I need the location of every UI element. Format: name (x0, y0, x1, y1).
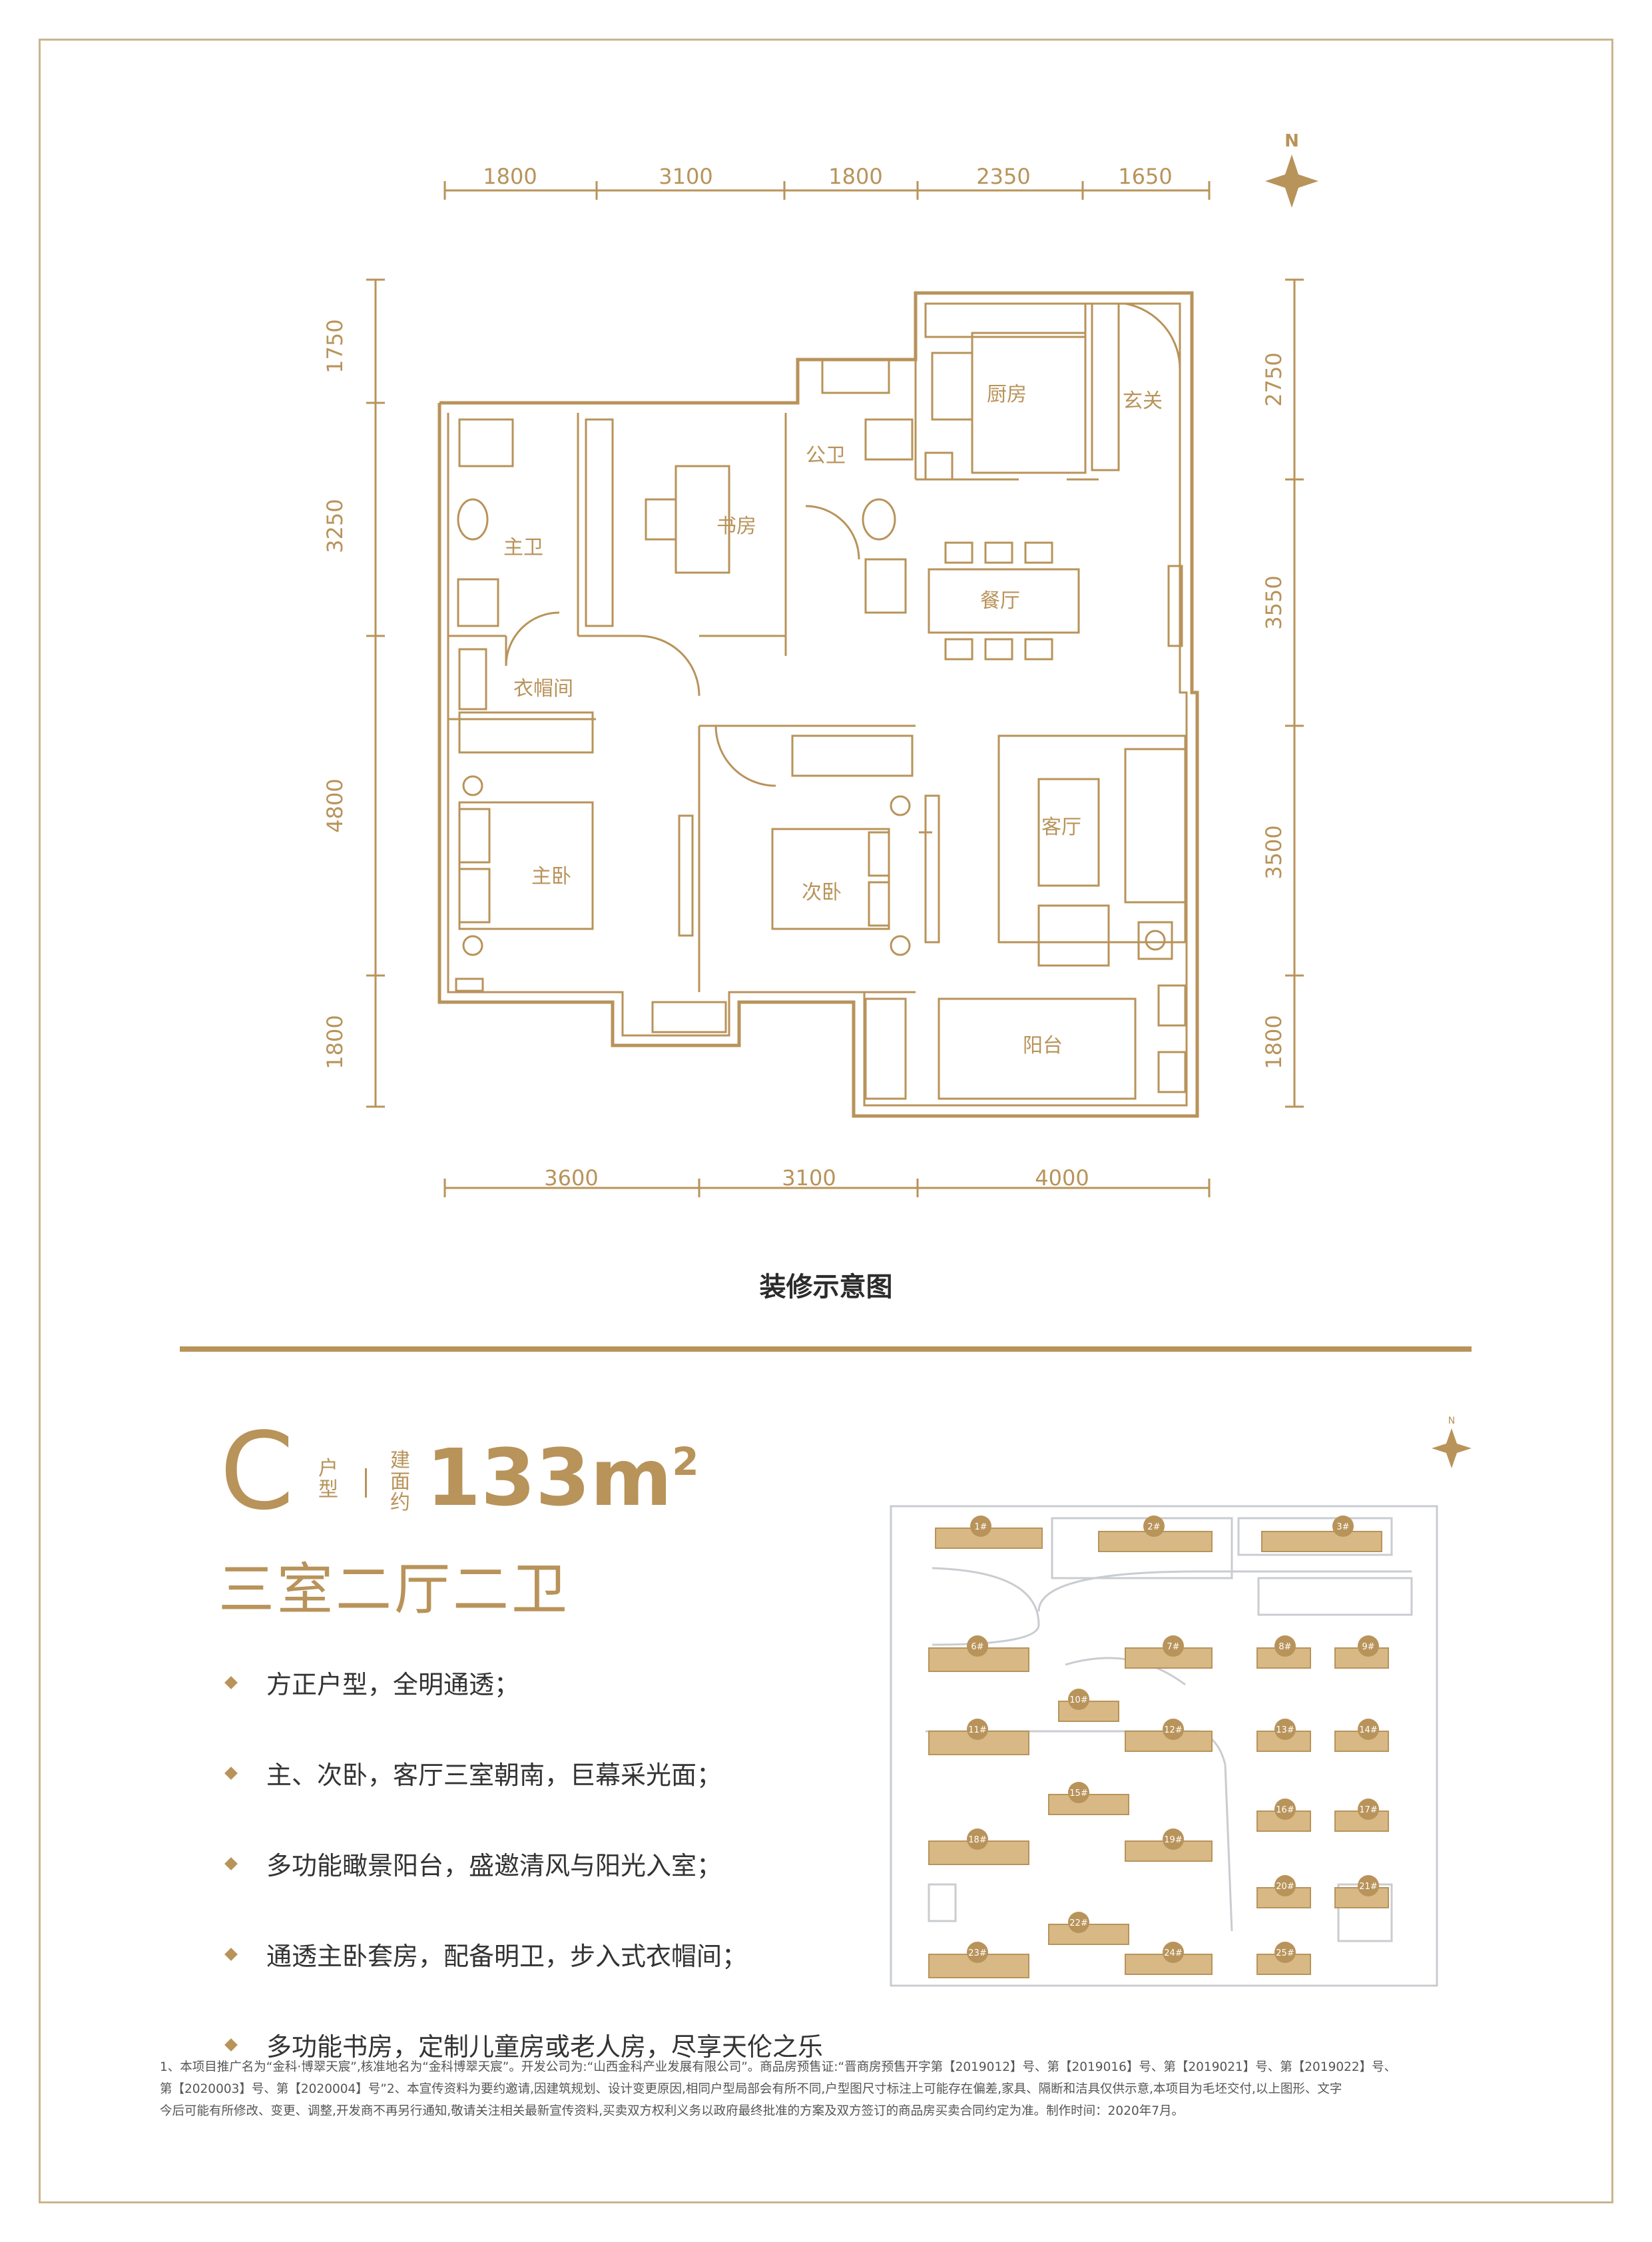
room-study: 书房 (716, 515, 756, 538)
room-balcony: 阳台 (1023, 1034, 1063, 1057)
diamond-bullet-icon (224, 1948, 238, 1961)
diamond-bullet-icon (224, 1857, 238, 1870)
svg-text:4000: 4000 (1035, 1165, 1089, 1191)
room-foyer: 玄关 (1123, 390, 1163, 413)
divider-rule (180, 1346, 1472, 1352)
feature-item: 主、次卧，客厅三室朝南，巨幕采光面； (224, 1755, 823, 1846)
svg-text:3500: 3500 (1261, 825, 1286, 879)
unit-type-letter: C (220, 1409, 294, 1534)
area-label: 建面约 (390, 1449, 410, 1514)
room-master-bedroom: 主卧 (531, 865, 571, 888)
svg-text:3250: 3250 (322, 499, 348, 553)
svg-text:N: N (1284, 131, 1299, 151)
room-master-bath: 主卫 (503, 536, 543, 559)
svg-text:1650: 1650 (1118, 164, 1172, 189)
room-public-bath: 公卫 (806, 444, 846, 467)
room-labels: 厨房 玄关 公卫 书房 主卫 餐厅 衣帽间 客厅 主卧 次卧 阳台 (503, 383, 1163, 1057)
page-frame (39, 39, 1613, 2203)
room-closet: 衣帽间 (513, 677, 573, 701)
legal-footnote: 1、本项目推广名为“金科·博翠天宸”,核准地名为“金科博翠天宸”。开发公司为:“… (160, 2060, 1397, 2118)
svg-text:3100: 3100 (659, 164, 712, 189)
room-living: 客厅 (1041, 816, 1081, 839)
feature-list: 方正户型，全明通透； 主、次卧，客厅三室朝南，巨幕采光面； 多功能瞰景阳台，盛邀… (224, 1665, 823, 2117)
diamond-bullet-icon (224, 1767, 238, 1780)
svg-text:3600: 3600 (544, 1165, 598, 1191)
diamond-bullet-icon (224, 2038, 238, 2052)
svg-text:4800: 4800 (322, 778, 348, 832)
feature-item: 多功能书房，定制儿童房或老人房，尽享天伦之乐 (224, 2027, 823, 2117)
feature-item: 多功能瞰景阳台，盛邀清风与阳光入室； (224, 1846, 823, 1936)
room-kitchen: 厨房 (987, 383, 1027, 406)
diamond-bullet-icon (224, 1676, 238, 1689)
layout-name: 三室二厅二卫 (218, 1557, 571, 1622)
svg-text:2350: 2350 (976, 164, 1030, 189)
svg-text:3100: 3100 (782, 1165, 836, 1191)
svg-text:1750: 1750 (322, 319, 348, 373)
floor-plan: 1800 3100 1800 2350 1650 3600 3100 4000 … (322, 131, 1318, 1197)
room-dining: 餐厅 (980, 589, 1020, 613)
svg-text:3550: 3550 (1261, 575, 1286, 629)
compass-icon (1265, 154, 1318, 208)
svg-text:1800: 1800 (322, 1015, 348, 1069)
type-label: 户型 (318, 1457, 338, 1502)
label-separator (365, 1468, 367, 1498)
dimension-labels: 1800 3100 1800 2350 1650 3600 3100 4000 … (322, 131, 1299, 1191)
svg-text:1800: 1800 (483, 164, 537, 189)
room-second-bedroom: 次卧 (802, 881, 842, 904)
svg-text:2750: 2750 (1261, 352, 1286, 406)
svg-text:1800: 1800 (1261, 1015, 1286, 1069)
feature-item: 方正户型，全明通透； (224, 1665, 823, 1755)
feature-item: 通透主卧套房，配备明卫，步入式衣帽间； (224, 1936, 823, 2027)
svg-text:1800: 1800 (828, 164, 882, 189)
area-value: 133m2 (426, 1432, 699, 1524)
plan-caption: 装修示意图 (759, 1272, 893, 1302)
